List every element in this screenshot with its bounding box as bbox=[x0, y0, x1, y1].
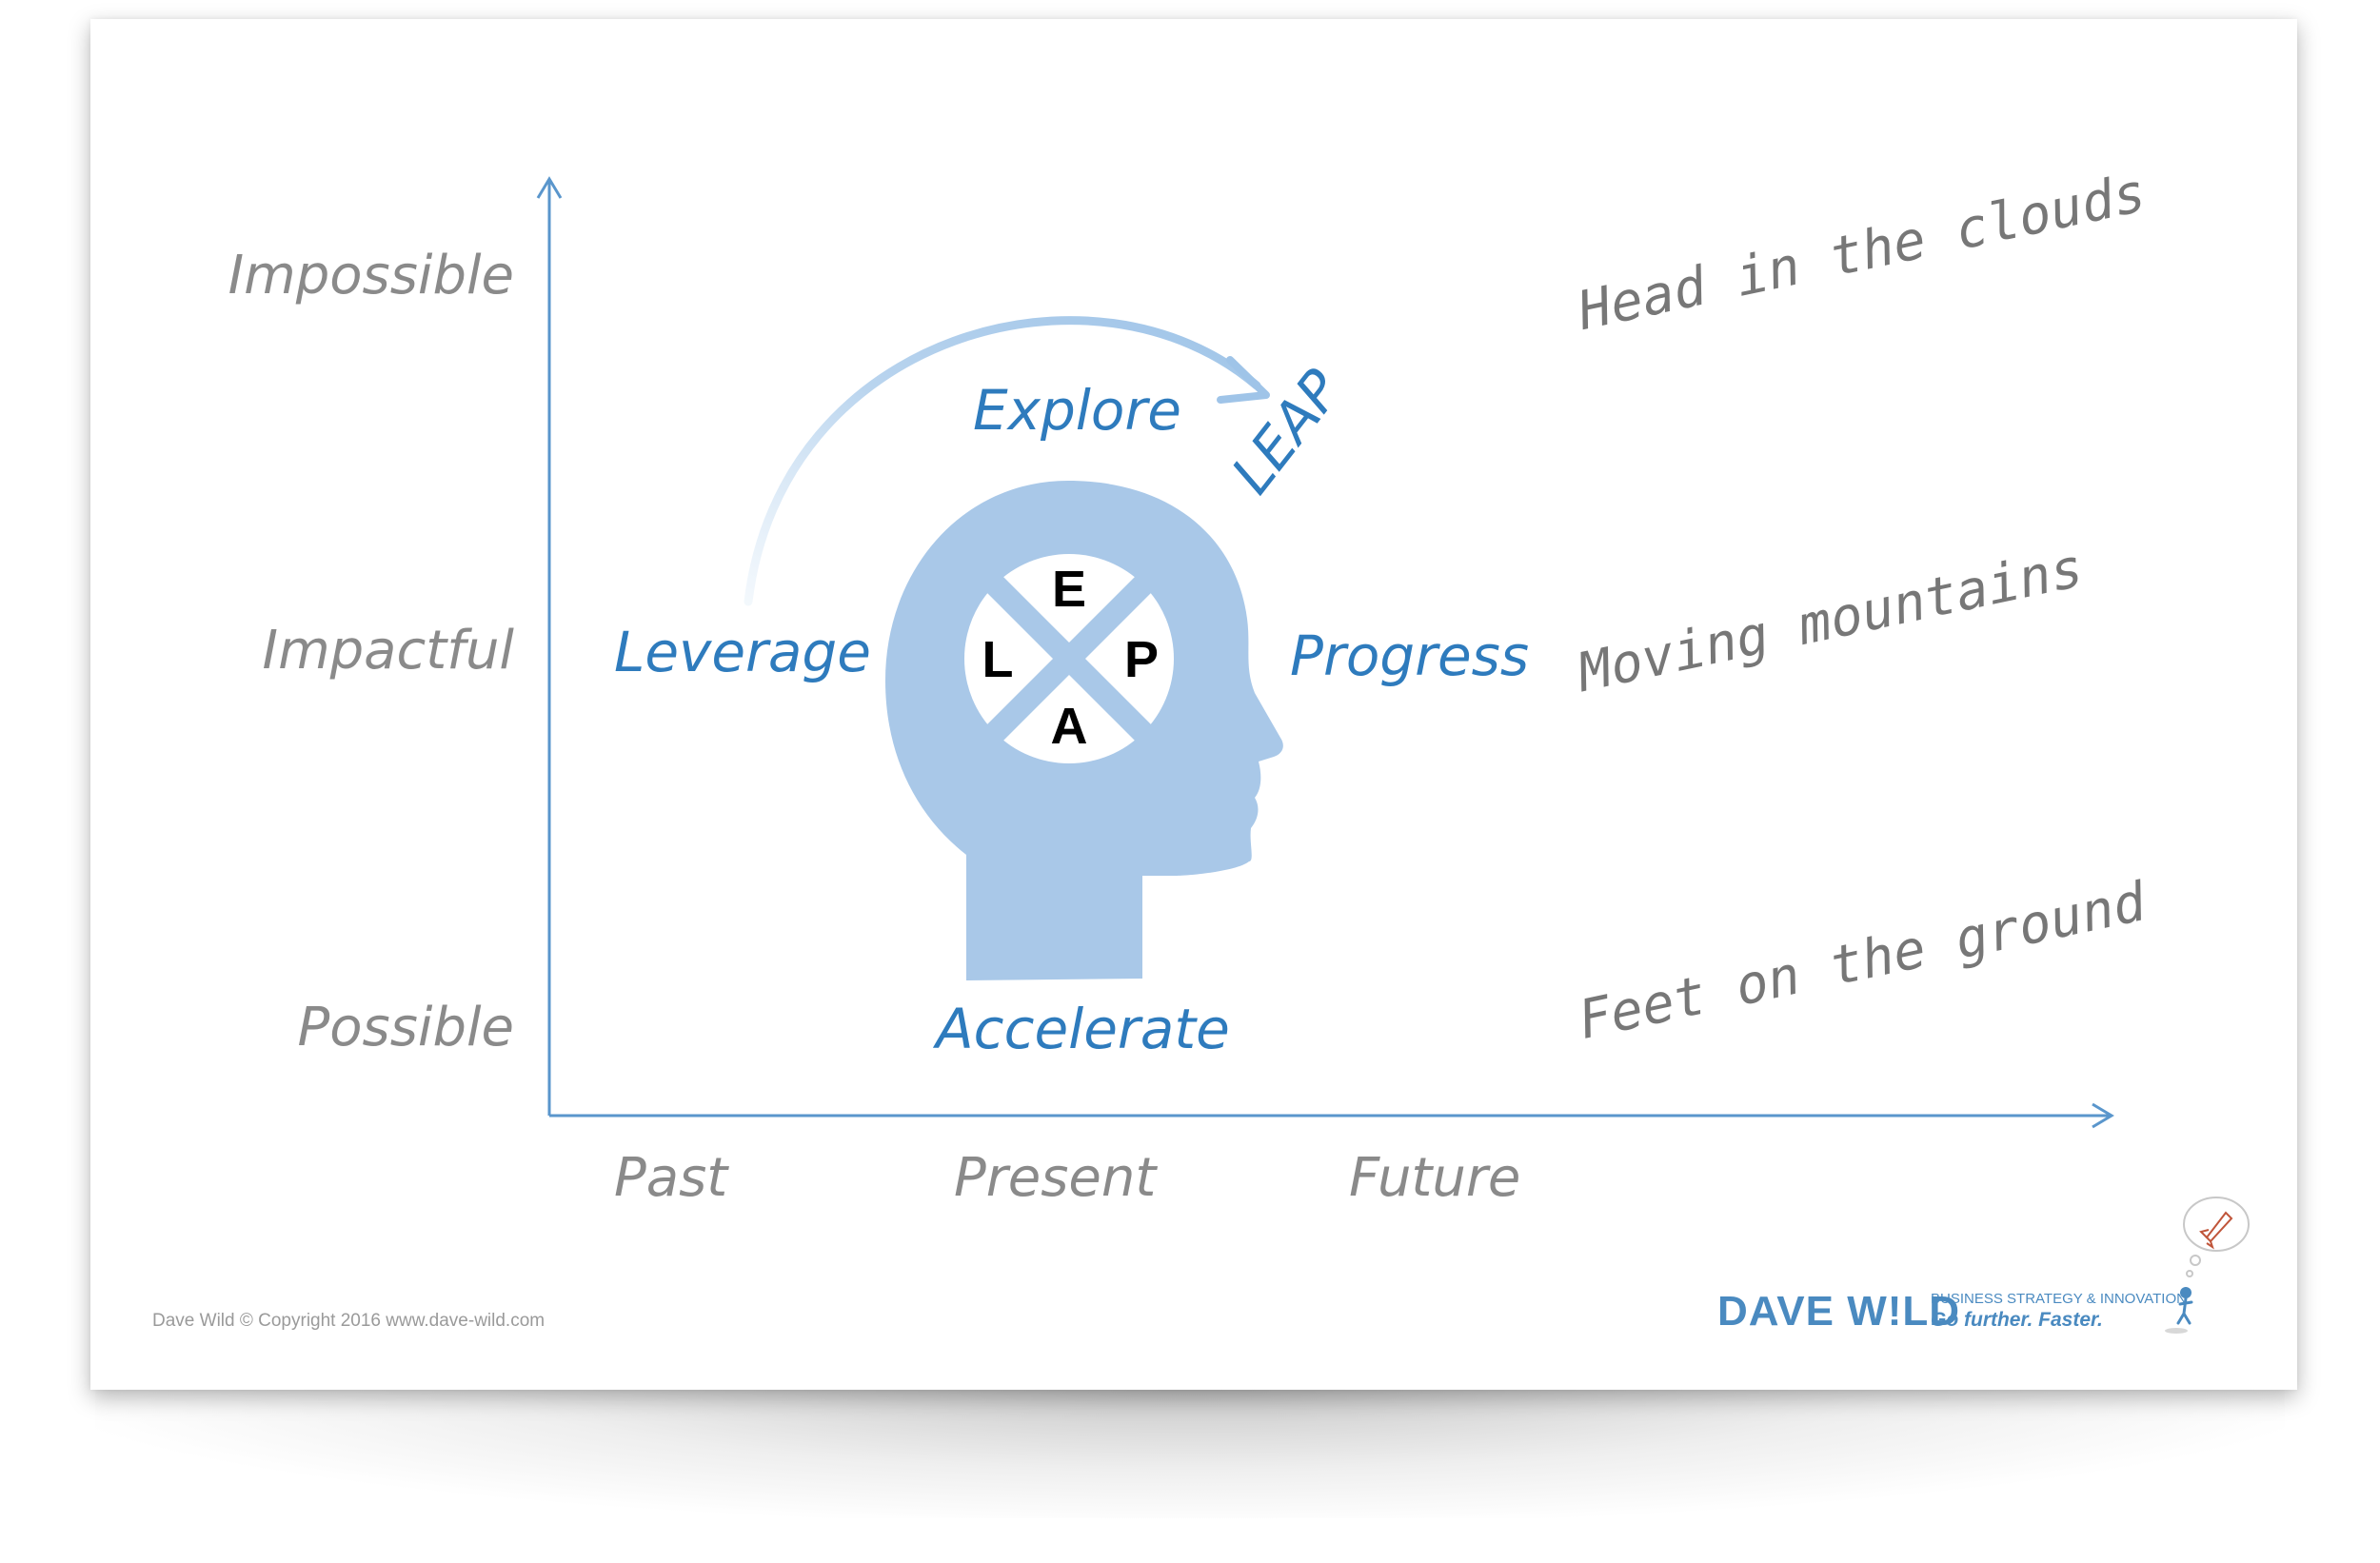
y-label-possible: Possible bbox=[297, 997, 515, 1058]
phase-explore: Explore bbox=[973, 378, 1181, 443]
leap-compass bbox=[964, 554, 1174, 763]
y-label-impossible: Impossible bbox=[228, 245, 514, 307]
x-label-present: Present bbox=[954, 1147, 1157, 1209]
leap-arc-arrow bbox=[744, 316, 1270, 606]
y-axis bbox=[536, 176, 563, 1116]
rocket-thought-icon bbox=[2165, 1197, 2250, 1334]
y-label-impactful: Impactful bbox=[262, 620, 514, 682]
phase-progress: Progress bbox=[1290, 623, 1530, 688]
phase-leverage: Leverage bbox=[614, 620, 871, 684]
letter-a: A bbox=[1050, 698, 1088, 755]
x-label-past: Past bbox=[614, 1147, 728, 1209]
letter-p: P bbox=[1123, 631, 1160, 688]
logo-tagline: Go further. Faster. bbox=[1931, 1309, 2103, 1331]
logo-subtitle: BUSINESS STRATEGY & INNOVATION bbox=[1931, 1291, 2187, 1307]
copyright-text: Dave Wild © Copyright 2016 www.dave-wild… bbox=[152, 1311, 545, 1331]
letter-l: L bbox=[982, 631, 1014, 688]
phase-accelerate: Accelerate bbox=[936, 997, 1230, 1061]
x-axis bbox=[549, 1102, 2114, 1129]
card-shadow bbox=[95, 1385, 2285, 1518]
letter-e: E bbox=[1051, 561, 1087, 618]
x-label-future: Future bbox=[1349, 1147, 1521, 1209]
logo-name: DAVE W!LD bbox=[1717, 1288, 1961, 1335]
